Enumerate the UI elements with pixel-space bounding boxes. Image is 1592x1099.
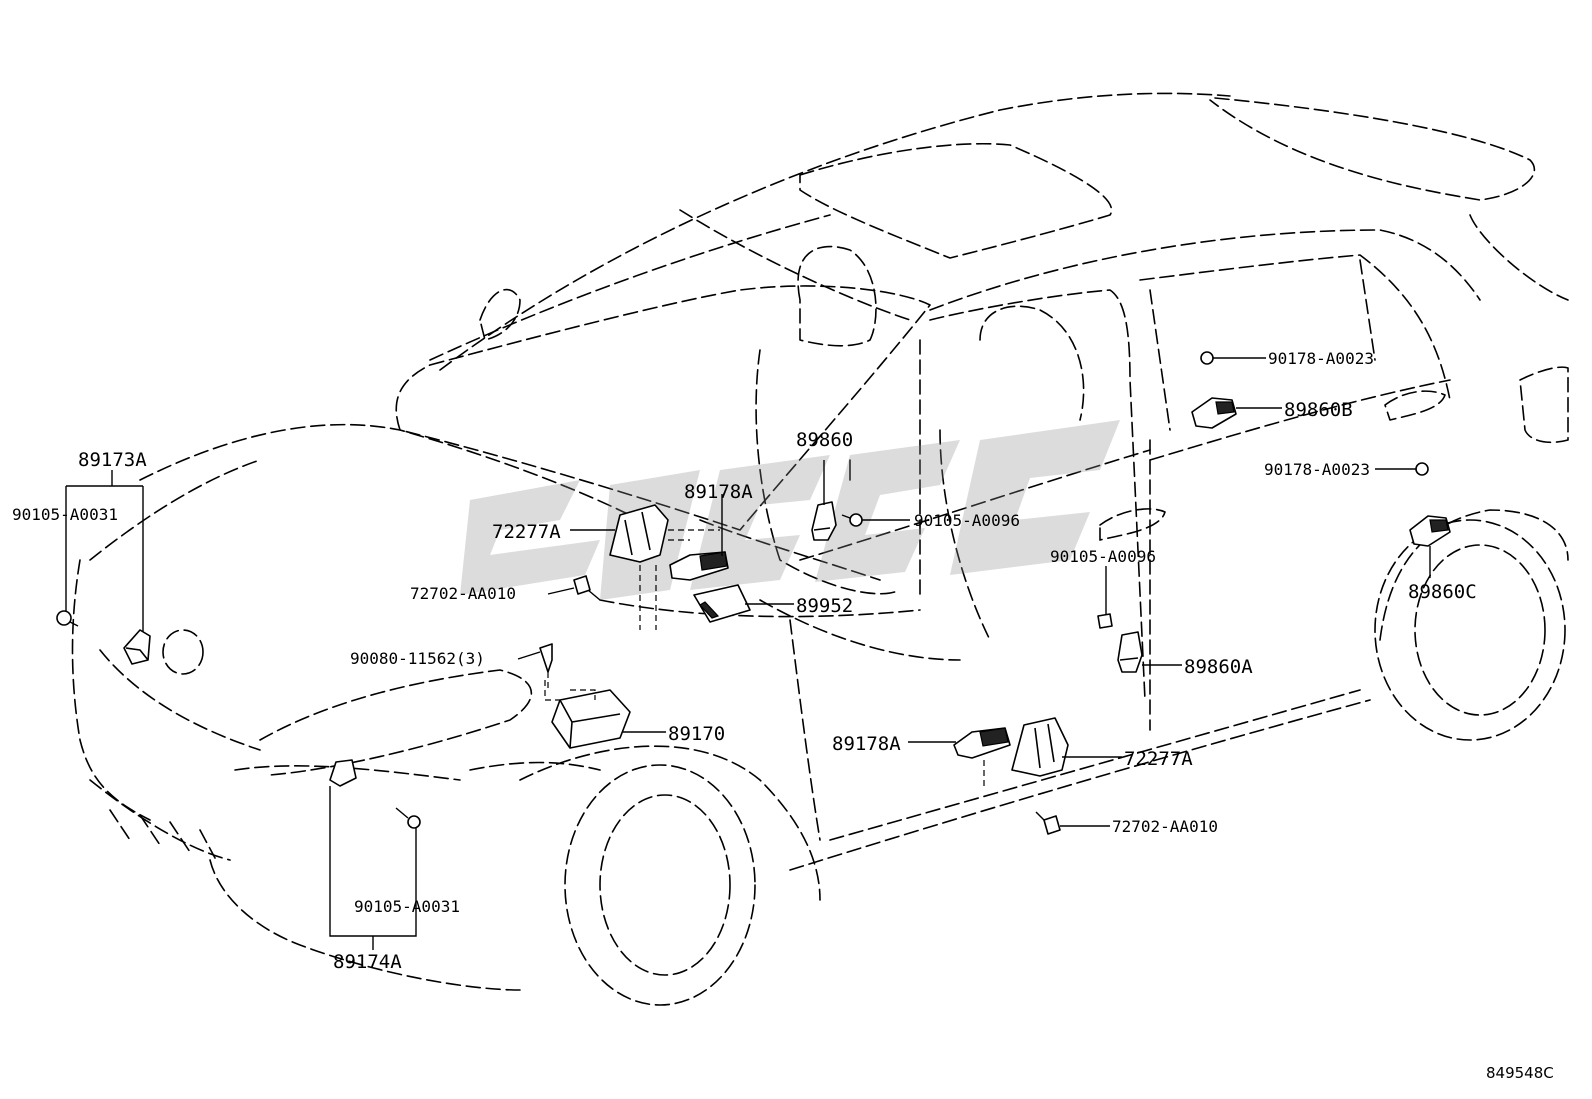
label-89178A-top: 89178A	[684, 481, 753, 503]
label-89178A-bottom: 89178A	[832, 733, 901, 755]
part-90105-A0031-bolt-bottom	[395, 807, 421, 829]
diagram-code: 849548C	[1486, 1064, 1554, 1082]
part-89860B-sensor	[1191, 397, 1237, 429]
part-72702-AA010-bolt-top	[573, 575, 601, 601]
label-89174A: 89174A	[333, 951, 402, 973]
part-labels: 89173A 90105-A0031 72277A 89178A 72702-A…	[12, 349, 1554, 1082]
label-90178-A0023-right: 90178-A0023	[1264, 460, 1370, 479]
label-89952: 89952	[796, 595, 853, 617]
part-90178-A0023-nut-top	[1200, 351, 1214, 365]
label-89170: 89170	[668, 723, 725, 745]
label-72702-AA010-top: 72702-AA010	[410, 584, 516, 603]
label-90105-A0031-bottom: 90105-A0031	[354, 897, 460, 916]
part-90105-A0031-bolt-left	[56, 610, 79, 627]
part-89170-ecu	[544, 680, 631, 749]
part-72702-AA010-bolt-bottom	[1035, 811, 1061, 835]
label-72277A-bottom: 72277A	[1124, 748, 1193, 770]
label-90105-A0096-top: 90105-A0096	[914, 511, 1020, 530]
part-89178A-sensor-top	[669, 551, 729, 581]
car-body-outline	[71, 92, 1569, 1006]
part-72277A-bracket-top	[609, 504, 669, 563]
label-90080-11562: 90080-11562(3)	[350, 649, 485, 668]
label-89860: 89860	[796, 429, 853, 451]
part-89173A-sensor	[123, 629, 151, 665]
part-89860-sensor	[811, 501, 837, 541]
part-90178-A0023-nut-right	[1415, 462, 1429, 476]
part-89860A-sensor	[1117, 631, 1143, 673]
part-89174A-sensor	[329, 759, 357, 787]
label-89860C: 89860C	[1408, 581, 1477, 603]
part-89178A-sensor-bottom	[953, 727, 1011, 759]
leader-lines	[65, 357, 1431, 950]
label-89173A: 89173A	[78, 449, 147, 471]
part-89952-module	[693, 584, 751, 623]
label-90105-A0096-mid: 90105-A0096	[1050, 547, 1156, 566]
part-72277A-bracket-bottom	[1011, 717, 1069, 777]
label-72277A-top: 72277A	[492, 521, 561, 543]
label-90178-A0023-top: 90178-A0023	[1268, 349, 1374, 368]
part-89860C-sensor	[1409, 515, 1451, 547]
label-72702-AA010-bottom: 72702-AA010	[1112, 817, 1218, 836]
watermark-logo	[460, 420, 1120, 600]
label-90105-A0031-left: 90105-A0031	[12, 505, 118, 524]
label-89860B: 89860B	[1284, 399, 1353, 421]
part-90105-A0096-bolt-mid	[1097, 613, 1113, 629]
label-89860A: 89860A	[1184, 656, 1253, 678]
part-90080-11562-bolt	[539, 643, 553, 673]
